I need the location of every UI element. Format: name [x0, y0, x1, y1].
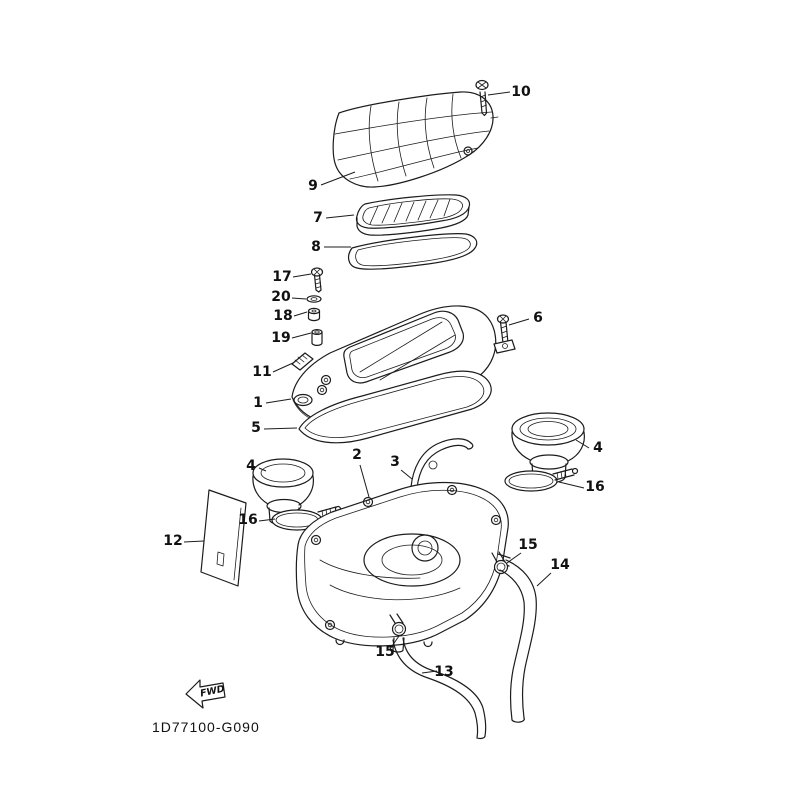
fwd-label: FWD [199, 684, 226, 700]
part-5-seal [298, 370, 492, 444]
callout-label-5: 5 [251, 420, 261, 436]
callout-leader-10 [487, 91, 511, 96]
callout-leader-11 [272, 362, 294, 373]
part-16-clamp-right [504, 467, 579, 492]
part-4-joint-right [511, 412, 585, 484]
callout-label-1: 1 [253, 395, 263, 411]
part-20-washer [306, 295, 322, 303]
callout-leader-18 [293, 311, 308, 317]
fwd-arrow: FWD [185, 679, 226, 709]
callout-leader-15 [506, 552, 522, 564]
callout-label-2: 2 [352, 447, 362, 463]
callout-label-7: 7 [313, 210, 323, 226]
callout-label-19: 19 [271, 330, 290, 346]
callout-leader-19 [291, 332, 312, 339]
callout-leader-4 [575, 439, 590, 449]
callout-label-9: 9 [308, 178, 318, 194]
part-13-hose [392, 637, 487, 740]
part-15-clamp-upper [491, 551, 509, 575]
callout-leader-13 [421, 670, 438, 674]
part-15-clamp-lower [389, 613, 407, 637]
callout-label-18: 18 [273, 308, 292, 324]
part-19-collar [311, 329, 323, 346]
callout-label-17: 17 [272, 269, 291, 285]
callout-label-15: 15 [375, 644, 394, 660]
callout-leader-5 [263, 427, 298, 430]
callout-label-11: 11 [252, 364, 271, 380]
callout-label-13: 13 [434, 664, 453, 680]
callout-label-4: 4 [593, 440, 603, 456]
callout-leader-3 [400, 469, 413, 480]
callout-leader-20 [291, 297, 307, 300]
part-9-cover [332, 91, 499, 188]
diagram-code: 1D77100-G090 [152, 719, 260, 735]
callout-label-3: 3 [390, 454, 400, 470]
callout-leader-17 [292, 273, 312, 278]
callout-leader-16 [558, 481, 585, 489]
part-14-hose [499, 559, 537, 723]
callout-label-14: 14 [550, 557, 570, 573]
callout-leader-6 [508, 318, 530, 326]
part-2-lower-case [295, 481, 511, 653]
part-7-filter-element [355, 194, 471, 236]
callout-label-10: 10 [511, 84, 531, 100]
part-18-grommet [307, 307, 321, 322]
callout-leader-2 [359, 464, 370, 498]
part-12-sheet [200, 489, 247, 587]
callout-leader-16 [258, 518, 276, 522]
callout-leader-1 [265, 398, 292, 404]
part-4-joint-left [252, 458, 314, 526]
callout-label-12: 12 [163, 533, 182, 549]
callout-label-16: 16 [238, 512, 257, 528]
part-10-screw [475, 79, 489, 117]
callout-leader-9 [320, 171, 356, 186]
part-6-screw [496, 314, 510, 346]
callout-leader-15 [389, 635, 400, 650]
callout-leader-12 [183, 540, 205, 543]
callout-leader-4 [258, 467, 267, 472]
callout-label-6: 6 [533, 310, 543, 326]
callout-label-4: 4 [246, 458, 256, 474]
callout-label-15: 15 [518, 537, 537, 553]
part-17-screw [310, 267, 324, 293]
callout-leader-7 [325, 214, 355, 219]
callout-label-8: 8 [311, 239, 321, 255]
callout-leader-14 [536, 572, 552, 587]
part-11-tab [291, 352, 314, 371]
callout-label-20: 20 [271, 289, 291, 305]
part-8-gasket [347, 233, 478, 270]
callout-label-16: 16 [585, 479, 604, 495]
